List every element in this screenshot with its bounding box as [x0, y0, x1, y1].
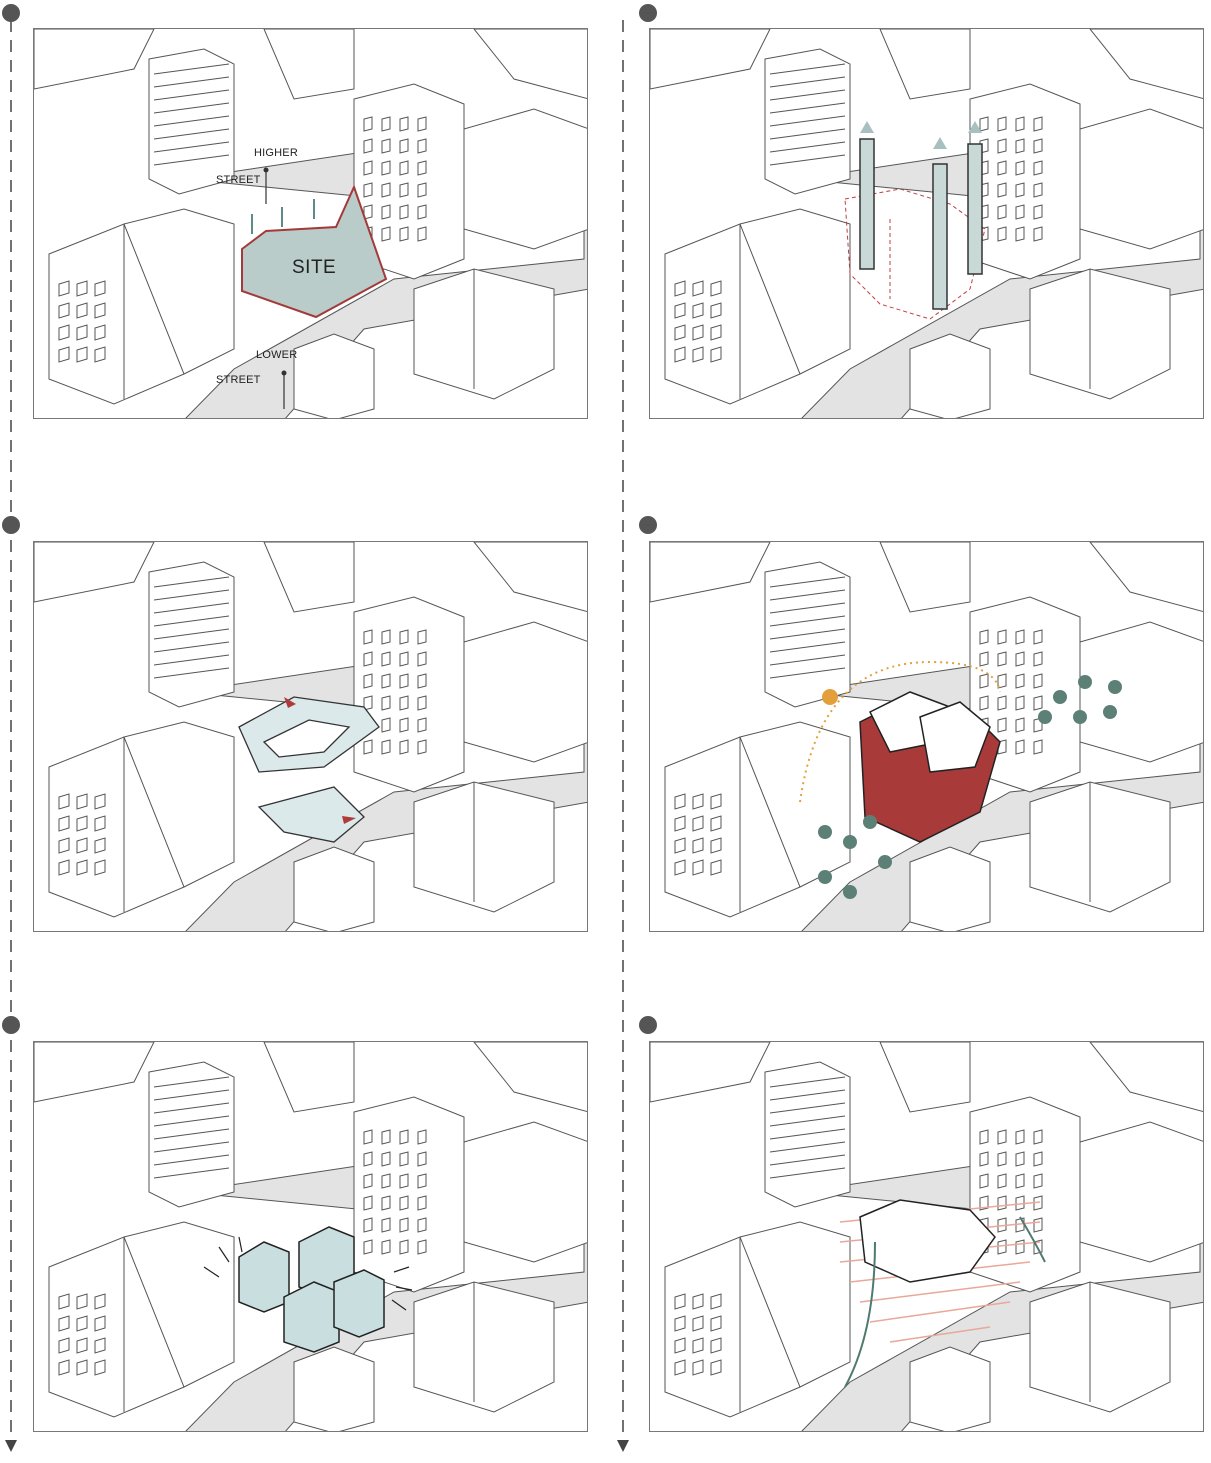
- panel-site-analysis: HIGHER STREET SITE LOWER STREET: [33, 28, 588, 419]
- up-arrow-icon: [251, 199, 315, 234]
- lower-street-label-top: LOWER: [256, 349, 298, 361]
- step-dot-icon: [639, 1016, 657, 1034]
- context-buildings: [650, 29, 1203, 418]
- lower-street-label-bottom: STREET: [216, 374, 261, 386]
- step-dot-icon: [639, 516, 657, 534]
- housing-volumes: [238, 1226, 385, 1353]
- massing: [859, 691, 1001, 843]
- panel-sun-greenery: [649, 541, 1204, 932]
- sun-icon: [822, 689, 838, 705]
- step-dot-icon: [2, 4, 20, 22]
- red-arrow-icon: [284, 697, 356, 824]
- step-dot-icon: [2, 1016, 20, 1034]
- panel-vertical-cores: [649, 28, 1204, 419]
- panel-circulation: [33, 541, 588, 932]
- up-arrow-icon: [860, 121, 982, 149]
- step-dot-icon: [639, 4, 657, 22]
- city-context: [34, 29, 587, 418]
- tree-icon: [818, 675, 1122, 899]
- curved-arrow-icon: [844, 1216, 1046, 1388]
- higher-street-label-top: HIGHER: [254, 147, 298, 159]
- timeline-arrow-icon: [617, 1440, 629, 1452]
- massing-outline: [859, 1199, 996, 1283]
- panel-flows: [649, 1041, 1204, 1432]
- sun-path: [799, 660, 1001, 803]
- timeline-arrow-icon: [5, 1440, 17, 1452]
- site-label: SITE: [292, 257, 337, 278]
- context-buildings: [34, 542, 587, 931]
- higher-street-label-bottom: STREET: [216, 174, 261, 186]
- circulation-ramps: [238, 696, 380, 843]
- emphasis-lines: [203, 1236, 413, 1311]
- site-outline: [241, 184, 388, 319]
- context-buildings: [650, 542, 1203, 931]
- context-buildings: [34, 1042, 587, 1431]
- panel-volumes: [33, 1041, 588, 1432]
- step-dot-icon: [2, 516, 20, 534]
- context-buildings: [34, 29, 587, 418]
- context-buildings: [650, 1042, 1203, 1431]
- core-towers: [859, 138, 983, 310]
